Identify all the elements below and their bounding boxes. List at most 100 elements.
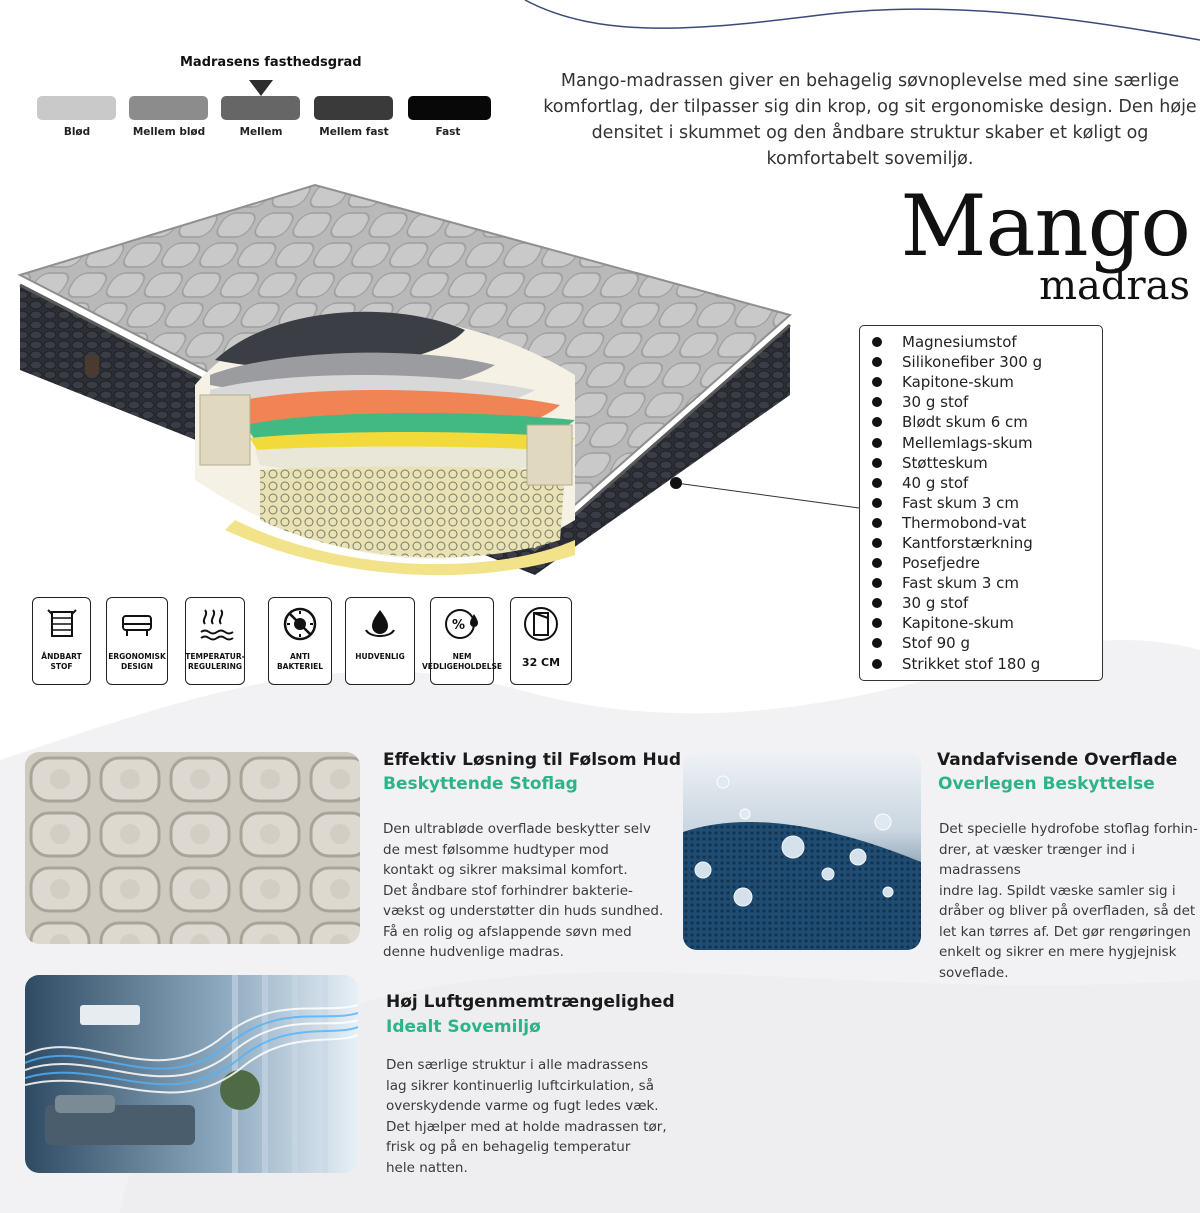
layer-label: Kantforstærkning bbox=[902, 533, 1033, 552]
bullet-icon bbox=[872, 437, 882, 448]
firmness-label: Mellem blød bbox=[132, 126, 206, 138]
layer-label: Stof 90 g bbox=[902, 634, 971, 653]
bullet-icon bbox=[872, 558, 882, 569]
firmness-selected-marker bbox=[249, 80, 273, 96]
layer-item: Fast skum 3 cm bbox=[872, 493, 1102, 513]
feature-label: ANTI BAKTERIEL bbox=[276, 652, 324, 671]
layer-item: 40 g stof bbox=[872, 473, 1102, 493]
layer-item: Støtteskum bbox=[872, 453, 1102, 473]
layer-item: Kapitone-skum bbox=[872, 613, 1102, 633]
bullet-icon bbox=[872, 357, 882, 368]
firmness-bar bbox=[221, 96, 300, 120]
water-section-body: Det specielle hydrofobe stoflag forhin- … bbox=[939, 821, 1198, 981]
layer-label: Blødt skum 6 cm bbox=[902, 413, 1028, 432]
firmness-bar bbox=[37, 96, 116, 120]
water-section-title: Vandafvisende Overflade bbox=[937, 750, 1178, 770]
layer-label: Magnesiumstof bbox=[902, 333, 1017, 352]
bullet-icon bbox=[872, 457, 882, 468]
bullet-icon bbox=[872, 618, 882, 629]
firmness-bar bbox=[129, 96, 208, 120]
layer-item: Kapitone-skum bbox=[872, 372, 1102, 392]
layer-item: Stof 90 g bbox=[872, 633, 1102, 653]
mattress-cutaway-illustration bbox=[17, 183, 793, 576]
bullet-icon bbox=[872, 638, 882, 649]
air-section-title: Høj Luftgenmemtrængelighed bbox=[386, 992, 675, 1012]
svg-text:%: % bbox=[452, 618, 465, 633]
brand-logo: Mango madras bbox=[900, 177, 1191, 309]
layer-label: Fast skum 3 cm bbox=[902, 574, 1020, 593]
bullet-icon bbox=[872, 397, 882, 408]
feature-badge: HUDVENLIG bbox=[345, 597, 415, 685]
layer-item: Mellemlags-skum bbox=[872, 432, 1102, 452]
bullet-icon bbox=[872, 598, 882, 609]
easy-care-icon: % bbox=[445, 609, 478, 639]
layer-label: Kapitone-skum bbox=[902, 373, 1014, 392]
water-section-subtitle: Overlegen Beskyttelse bbox=[938, 774, 1155, 794]
skin-section-body: Den ultrabløde overflade beskytter selv … bbox=[383, 821, 664, 960]
brand-name: Mango bbox=[900, 177, 1191, 275]
height-icon bbox=[524, 607, 558, 641]
layer-item: 30 g stof bbox=[872, 392, 1102, 412]
layer-item: 30 g stof bbox=[872, 593, 1102, 613]
skin-section-subtitle: Beskyttende Stoflag bbox=[383, 774, 578, 794]
feature-badge: 32 CM bbox=[510, 597, 572, 685]
air-section-subtitle: Idealt Sovemiljø bbox=[386, 1017, 541, 1037]
skin-section-title: Effektiv Løsning til Følsom Hud bbox=[383, 750, 681, 770]
feature-label: 32 CM bbox=[521, 656, 561, 669]
bullet-icon bbox=[872, 417, 882, 428]
firmness-label: Fast bbox=[435, 126, 461, 138]
layer-label: Kapitone-skum bbox=[902, 614, 1014, 633]
layer-label: Thermobond-vat bbox=[902, 513, 1027, 532]
firmness-label: Blød bbox=[63, 126, 91, 138]
ergonomic-bed-icon bbox=[122, 615, 152, 636]
bullet-icon bbox=[872, 578, 882, 589]
feature-badge: ANTI BAKTERIEL bbox=[268, 597, 332, 685]
anti-bacteria-icon bbox=[283, 607, 317, 641]
layer-item: Thermobond-vat bbox=[872, 513, 1102, 533]
feature-badge: ÅNDBART STOF bbox=[32, 597, 91, 685]
intro-text: Mango-madrassen giver en behagelig søvno… bbox=[543, 71, 1197, 169]
feature-badge: ERGONOMISK DESIGN bbox=[106, 597, 168, 685]
air-section-body: Den særlige struktur i alle madrassens l… bbox=[386, 1057, 667, 1176]
layer-label: Strikket stof 180 g bbox=[902, 654, 1041, 673]
layer-label: Støtteskum bbox=[902, 453, 988, 472]
bullet-icon bbox=[872, 537, 882, 548]
layer-label: Mellemlags-skum bbox=[902, 433, 1033, 452]
feature-label: TEMPERATUR- REGULERING bbox=[185, 652, 245, 671]
bullet-icon bbox=[872, 517, 882, 528]
layer-item: Magnesiumstof bbox=[872, 332, 1102, 352]
quilted-fabric-photo bbox=[25, 752, 360, 944]
layer-label: 30 g stof bbox=[902, 393, 969, 412]
airflow-bedroom-photo bbox=[25, 975, 358, 1173]
feature-label: HUDVENLIG bbox=[355, 652, 405, 661]
layer-item: Posefjedre bbox=[872, 553, 1102, 573]
feature-label: ÅNDBART STOF bbox=[41, 652, 82, 671]
bullet-icon bbox=[872, 658, 882, 669]
firmness-label: Mellem fast bbox=[319, 126, 389, 138]
layer-item: Fast skum 3 cm bbox=[872, 573, 1102, 593]
firmness-bar bbox=[408, 96, 491, 120]
skin-friendly-drop-icon bbox=[365, 610, 395, 637]
heat-waves-icon bbox=[200, 609, 234, 641]
bullet-icon bbox=[872, 477, 882, 488]
layer-item: Blødt skum 6 cm bbox=[872, 412, 1102, 432]
feature-badge: %NEM VEDLIGEHOLDELSE bbox=[422, 597, 502, 685]
layer-label: Silikonefiber 300 g bbox=[902, 353, 1043, 372]
layer-item: Strikket stof 180 g bbox=[872, 654, 1102, 674]
brand-subtitle: madras bbox=[1039, 263, 1190, 309]
firmness-bar bbox=[314, 96, 393, 120]
firmness-label: Mellem bbox=[239, 126, 283, 138]
bullet-icon bbox=[872, 337, 882, 348]
layer-label: 40 g stof bbox=[902, 473, 969, 492]
breathable-fabric-icon bbox=[46, 609, 77, 637]
layer-label: Fast skum 3 cm bbox=[902, 493, 1020, 512]
firmness-title: Madrasens fasthedsgrad bbox=[180, 55, 362, 70]
layer-item: Kantforstærkning bbox=[872, 533, 1102, 553]
layer-item: Silikonefiber 300 g bbox=[872, 352, 1102, 372]
feature-label: ERGONOMISK DESIGN bbox=[108, 652, 166, 671]
bullet-icon bbox=[872, 497, 882, 508]
feature-badge: TEMPERATUR- REGULERING bbox=[185, 597, 245, 685]
bullet-icon bbox=[872, 377, 882, 388]
layer-label: Posefjedre bbox=[902, 554, 980, 573]
